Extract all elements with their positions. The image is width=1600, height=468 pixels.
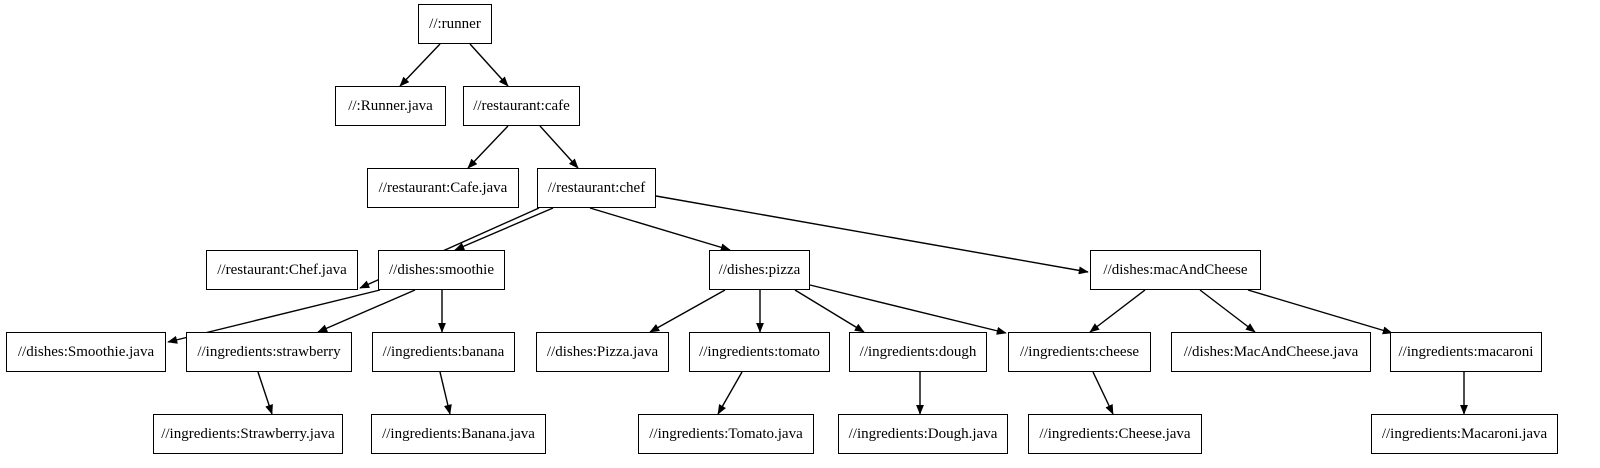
graph-node-smoothie[interactable]: //dishes:smoothie bbox=[378, 250, 505, 290]
graph-node-tomato_java[interactable]: //ingredients:Tomato.java bbox=[638, 414, 814, 454]
graph-node-label: //ingredients:Cheese.java bbox=[1039, 425, 1191, 442]
graph-node-label: //restaurant:cafe bbox=[473, 97, 570, 114]
graph-node-runner_java[interactable]: //:Runner.java bbox=[335, 86, 446, 126]
graph-node-label: //dishes:macAndCheese bbox=[1103, 261, 1248, 278]
graph-node-label: //restaurant:chef bbox=[547, 179, 646, 196]
graph-node-label: //ingredients:dough bbox=[859, 343, 977, 360]
graph-node-macaroni_java[interactable]: //ingredients:Macaroni.java bbox=[1371, 414, 1558, 454]
graph-node-cafe_java[interactable]: //restaurant:Cafe.java bbox=[367, 168, 519, 208]
graph-node-runner[interactable]: //:runner bbox=[418, 4, 492, 44]
graph-node-pizza[interactable]: //dishes:pizza bbox=[709, 250, 810, 290]
graph-node-label: //dishes:Pizza.java bbox=[546, 343, 659, 360]
graph-node-cheese[interactable]: //ingredients:cheese bbox=[1008, 332, 1151, 372]
graph-node-label: //restaurant:Cafe.java bbox=[378, 179, 508, 196]
graph-node-label: //ingredients:tomato bbox=[699, 343, 820, 360]
graph-node-label: //ingredients:Tomato.java bbox=[649, 425, 803, 442]
graph-node-strawberry[interactable]: //ingredients:strawberry bbox=[186, 332, 352, 372]
graph-node-macaroni[interactable]: //ingredients:macaroni bbox=[1390, 332, 1542, 372]
graph-node-smoothie_java[interactable]: //dishes:Smoothie.java bbox=[6, 332, 166, 372]
graph-node-banana_java[interactable]: //ingredients:Banana.java bbox=[371, 414, 546, 454]
graph-node-label: //ingredients:Banana.java bbox=[382, 425, 535, 442]
graph-node-label: //ingredients:strawberry bbox=[197, 343, 341, 360]
graph-node-label: //ingredients:banana bbox=[382, 343, 505, 360]
graph-node-label: //ingredients:cheese bbox=[1019, 343, 1140, 360]
graph-node-dough_java[interactable]: //ingredients:Dough.java bbox=[838, 414, 1008, 454]
graph-node-tomato[interactable]: //ingredients:tomato bbox=[689, 332, 830, 372]
graph-node-label: //ingredients:Strawberry.java bbox=[161, 425, 335, 442]
graph-node-cafe[interactable]: //restaurant:cafe bbox=[463, 86, 580, 126]
graph-node-label: //ingredients:macaroni bbox=[1398, 343, 1534, 360]
graph-node-label: //dishes:Smoothie.java bbox=[17, 343, 155, 360]
graph-node-chef[interactable]: //restaurant:chef bbox=[537, 168, 656, 208]
graph-node-chef_java[interactable]: //restaurant:Chef.java bbox=[206, 250, 358, 290]
graph-node-label: //dishes:pizza bbox=[718, 261, 801, 278]
graph-node-label: //ingredients:Dough.java bbox=[848, 425, 998, 442]
graph-node-label: //ingredients:Macaroni.java bbox=[1381, 425, 1548, 442]
graph-node-cheese_java[interactable]: //ingredients:Cheese.java bbox=[1028, 414, 1202, 454]
graph-node-label: //dishes:smoothie bbox=[389, 261, 494, 278]
graph-node-label: //dishes:MacAndCheese.java bbox=[1183, 343, 1359, 360]
graph-node-strawberry_java[interactable]: //ingredients:Strawberry.java bbox=[153, 414, 343, 454]
graph-node-label: //restaurant:Chef.java bbox=[217, 261, 347, 278]
graph-node-macandcheese[interactable]: //dishes:macAndCheese bbox=[1090, 250, 1261, 290]
graph-node-pizza_java[interactable]: //dishes:Pizza.java bbox=[536, 332, 669, 372]
graph-node-dough[interactable]: //ingredients:dough bbox=[849, 332, 987, 372]
graph-node-label: //:Runner.java bbox=[348, 97, 433, 114]
graph-node-macandcheese_java[interactable]: //dishes:MacAndCheese.java bbox=[1171, 332, 1371, 372]
graph-node-label: //:runner bbox=[429, 15, 481, 32]
graph-node-banana[interactable]: //ingredients:banana bbox=[372, 332, 515, 372]
